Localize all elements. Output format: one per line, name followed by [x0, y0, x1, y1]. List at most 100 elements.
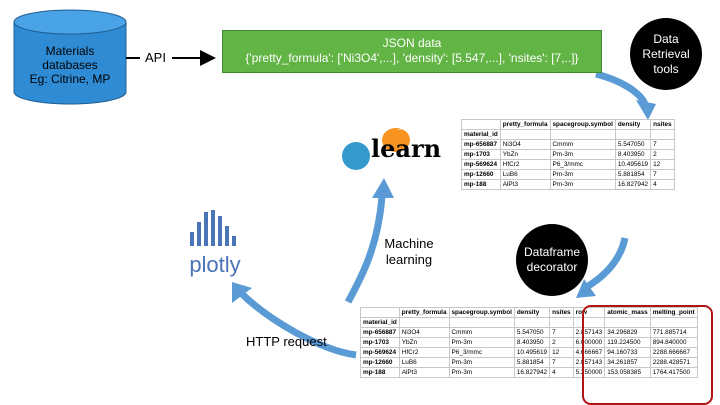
row-index: mp-1703: [360, 337, 400, 348]
table-cell: LuB6: [398, 357, 450, 368]
row-index: mp-569624: [360, 347, 400, 358]
table-cell: 5.250000: [572, 367, 606, 378]
sklearn-scikit-text: scikit: [398, 125, 414, 132]
database-label: Materials databases Eg: Citrine, MP: [10, 44, 130, 86]
empty-cell: [513, 317, 551, 328]
column-header: pretty_formula: [499, 119, 551, 130]
table-cell: 5.881854: [614, 169, 652, 180]
column-header: spacegroup.symbol: [448, 307, 515, 318]
retrieval-line2: Retrieval: [642, 46, 690, 61]
table-cell: 4: [549, 367, 574, 378]
empty-cell: [650, 129, 675, 140]
table-cell: Pm-3m: [448, 357, 515, 368]
index-name: material_id: [360, 317, 400, 328]
table-cell: 12: [650, 159, 675, 170]
column-header: density: [614, 119, 652, 130]
table-cell: 7: [650, 139, 675, 150]
json-content: {'pretty_formula': ['Ni3O4',...], 'densi…: [245, 51, 579, 65]
table-cell: Cmmm: [549, 139, 616, 150]
ml-line2: learning: [385, 252, 433, 267]
empty-cell: [499, 129, 551, 140]
table-cell: 7: [650, 169, 675, 180]
empty-cell: [448, 317, 515, 328]
api-label: API: [145, 50, 166, 65]
table-cell: Pm-3m: [448, 337, 515, 348]
table-cell: 16.827942: [513, 367, 551, 378]
arrowhead-retrieval: [636, 100, 656, 120]
table-cell: Ni3O4: [499, 139, 551, 150]
table-cell: Ni3O4: [398, 327, 450, 338]
row-index: mp-656887: [360, 327, 400, 338]
json-data-box: JSON data {'pretty_formula': ['Ni3O4',..…: [222, 30, 602, 73]
table-cell: 10.495619: [513, 347, 551, 358]
column-header: spacegroup.symbol: [549, 119, 616, 130]
sklearn-logo-icon: [342, 128, 410, 170]
empty-cell: [549, 129, 616, 140]
table-cell: 7: [549, 327, 574, 338]
table-cell: 7: [549, 357, 574, 368]
index-name: material_id: [461, 129, 501, 140]
row-index: mp-1703: [461, 149, 501, 160]
arrowhead-decorator: [576, 279, 596, 298]
empty-cell: [398, 317, 450, 328]
table-cell: 12: [549, 347, 574, 358]
column-header: nsites: [549, 307, 574, 318]
row-index: mp-188: [360, 367, 400, 378]
table-cell: Cmmm: [448, 327, 515, 338]
database-label-line2: databases: [42, 58, 98, 72]
row-index: mp-12660: [360, 357, 400, 368]
table-cell: 4: [650, 179, 675, 190]
decorator-line2: decorator: [526, 260, 578, 274]
row-index: mp-656887: [461, 139, 501, 150]
table-cell: 8.403950: [513, 337, 551, 348]
table-cell: 16.827942: [614, 179, 652, 190]
retrieval-line3: tools: [653, 61, 679, 76]
empty-cell: [549, 317, 574, 328]
table-cell: 5.881854: [513, 357, 551, 368]
table-cell: YbZn: [398, 337, 450, 348]
data-retrieval-circle: Data Retrieval tools: [630, 18, 702, 90]
table-cell: 5.547050: [513, 327, 551, 338]
row-index: mp-188: [461, 179, 501, 190]
database-label-line1: Materials: [45, 44, 95, 58]
table-cell: Pm-3m: [549, 169, 616, 180]
table-cell: YbZn: [499, 149, 551, 160]
table-cell: HfCr2: [499, 159, 551, 170]
column-header: [360, 307, 400, 318]
table-cell: Pm-3m: [549, 149, 616, 160]
database-cylinder-icon: [13, 9, 127, 105]
table-cell: 8.403950: [614, 149, 652, 160]
table-cell: 2: [549, 337, 574, 348]
table-cell: LuB6: [499, 169, 551, 180]
edge-decorator-to-table: [583, 237, 629, 292]
table-cell: AlPt3: [499, 179, 551, 190]
ml-line1: Machine: [384, 236, 434, 251]
table-cell: 10.495619: [614, 159, 652, 170]
index-name-row: material_id: [461, 129, 675, 140]
column-header: density: [513, 307, 551, 318]
arrowhead-plotly: [232, 282, 252, 303]
table-cell: P6_3/mmc: [448, 347, 515, 358]
table-cell: Pm-3m: [448, 367, 515, 378]
row-index: mp-569624: [461, 159, 501, 170]
retrieval-line1: Data: [653, 31, 679, 46]
column-header: nsites: [650, 119, 675, 130]
edge-table-to-sklearn: [344, 195, 386, 304]
table-cell: HfCr2: [398, 347, 450, 358]
dataframe-decorator-circle: Dataframe decorator: [516, 224, 588, 296]
table-cell: P6_3/mmc: [549, 159, 616, 170]
database-label-line3: Eg: Citrine, MP: [29, 72, 111, 86]
plotly-bars-icon: [190, 210, 236, 246]
http-request-label: HTTP request: [246, 334, 327, 349]
